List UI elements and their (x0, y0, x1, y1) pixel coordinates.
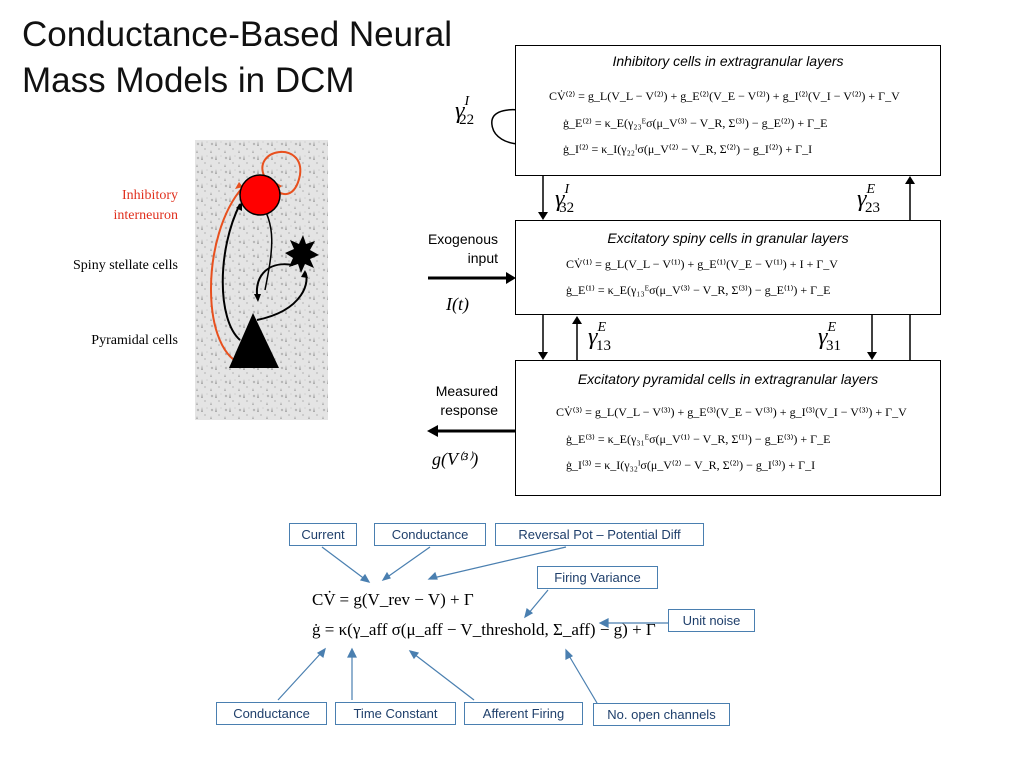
callout-conductance-bottom: Conductance (216, 702, 327, 725)
spiny-stellate-label: Spiny stellate cells (73, 258, 178, 273)
callout-reversal-potential: Reversal Pot – Potential Diff (495, 523, 704, 546)
callout-open-channels: No. open channels (593, 703, 730, 726)
summary-conductance-equation: ġ = κ(γ_aff σ(μ_aff − V_threshold, Σ_aff… (312, 620, 656, 639)
slide-title: Conductance-Based Neural Mass Models in … (22, 12, 452, 104)
pyramidal-cells-box: Excitatory pyramidal cells in extragranu… (515, 360, 941, 496)
pyramidal-eq-1: CV̇⁽³⁾ = g_L(V_L − V⁽³⁾) + g_E⁽³⁾(V_E − … (556, 405, 907, 419)
pyramidal-label: Pyramidal cells (91, 333, 178, 348)
spiny-eq-2: ġ_E⁽¹⁾ = κ_E(γ₁₃ᴱσ(μ_V⁽³⁾ − V_R, Σ⁽³⁾) −… (566, 283, 831, 297)
pyramidal-eq-3: ġ_I⁽³⁾ = κ_I(γ₃₂ᴵσ(μ_V⁽²⁾ − V_R, Σ⁽²⁾) −… (566, 458, 816, 472)
inhibitory-box-title: Inhibitory cells in extragranular layers (612, 53, 844, 69)
cortex-illustration (195, 140, 328, 420)
callout-conductance-top: Conductance (374, 523, 486, 546)
inhibitory-interneuron-label: Inhibitory interneuron (113, 188, 178, 223)
gamma-13-label: γE13 (588, 320, 612, 354)
callout-current: Current (289, 523, 357, 546)
title-line-2: Mass Models in DCM (22, 61, 355, 100)
callout-time-constant: Time Constant (335, 702, 456, 725)
pyramidal-box-title: Excitatory pyramidal cells in extragranu… (577, 371, 879, 387)
output-symbol: g(V⁽³⁾) (432, 449, 479, 469)
gamma-23-label: γE23 (857, 182, 881, 216)
inhibitory-eq-1: CV̇⁽²⁾ = g_L(V_L − V⁽²⁾) + g_E⁽²⁾(V_E − … (549, 89, 900, 103)
callout-firing-variance: Firing Variance (537, 566, 658, 589)
inhibitory-eq-3: ġ_I⁽²⁾ = κ_I(γ₂₂ᴵσ(μ_V⁽²⁾ − V_R, Σ⁽²⁾) −… (563, 142, 813, 156)
cortex-image (195, 140, 328, 420)
stellate-neuron (285, 235, 319, 273)
gamma-32-label: γI32 (555, 182, 575, 216)
input-symbol: I(t) (446, 294, 469, 314)
gamma-31-label: γE31 (818, 320, 842, 354)
spiny-cells-box: Excitatory spiny cells in granular layer… (515, 220, 941, 315)
inhibitory-neuron (239, 174, 281, 216)
callout-unit-noise: Unit noise (668, 609, 755, 632)
inhibitory-eq-2: ġ_E⁽²⁾ = κ_E(γ₂₃ᴱσ(μ_V⁽³⁾ − V_R, Σ⁽³⁾) −… (563, 116, 828, 130)
callout-afferent-firing: Afferent Firing (464, 702, 583, 725)
spiny-box-title: Excitatory spiny cells in granular layer… (607, 230, 849, 246)
pyramidal-neuron (229, 313, 279, 368)
inhibitory-cells-box: Inhibitory cells in extragranular layers… (515, 45, 941, 176)
summary-voltage-equation: CV̇ = g(V_rev − V) + Γ (312, 590, 474, 609)
pyramidal-eq-2: ġ_E⁽³⁾ = κ_E(γ₃₁ᴱσ(μ_V⁽¹⁾ − V_R, Σ⁽¹⁾) −… (566, 432, 831, 446)
spiny-eq-1: CV̇⁽¹⁾ = g_L(V_L − V⁽¹⁾) + g_E⁽¹⁾(V_E − … (566, 257, 838, 271)
gamma-22-label: γI22 (455, 94, 475, 128)
title-line-1: Conductance-Based Neural (22, 15, 452, 54)
